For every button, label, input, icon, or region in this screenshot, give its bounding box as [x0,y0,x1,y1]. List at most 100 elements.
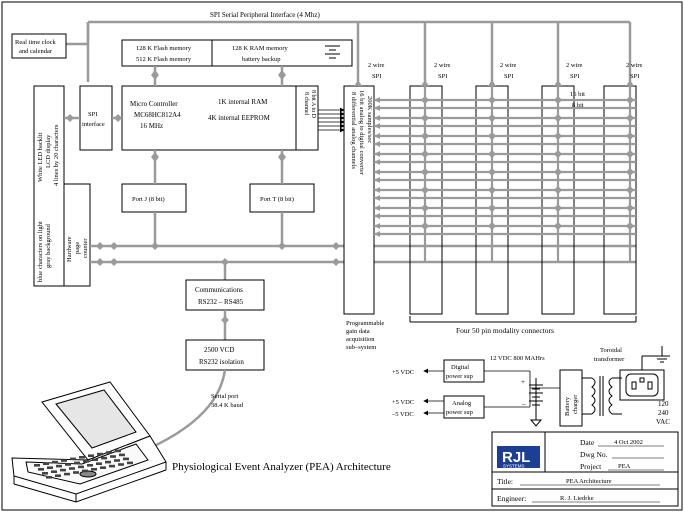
charger-line-2: charger [572,394,579,414]
spi-label-4b: SPI [570,73,579,80]
channel-arrow [374,169,380,175]
battery-bank-icon [529,378,543,427]
channel-arrow [374,141,380,147]
laptop-key [60,468,66,472]
lcd-line-3: 4 lines by 20 characters [53,124,60,186]
laptop-key [79,456,85,459]
spi-bus [66,20,632,86]
laptop-key [119,453,125,457]
spi-label-1a: 2 wire [368,62,385,69]
laptop-key [74,461,80,465]
p5a-label: +5 VDC [392,369,414,376]
adc-line-1: 8 differential analog channels [350,92,357,169]
spi-labels: 2 wire SPI 2 wire SPI 2 wire SPI 2 wire … [368,62,643,80]
channel-arrow [374,133,380,139]
channel-lines [374,86,636,262]
project-label: Project [580,462,602,471]
engineer-label: Engineer: [497,494,526,503]
laptop-key [87,464,93,467]
iso-line-1: 2500 VCD [204,346,234,354]
channel-arrow [374,213,380,219]
flash-line-1: 128 K Flash memory [136,45,192,52]
serial-line-1: Serial port [211,393,238,400]
rtc-line-2: and calendar [19,48,53,55]
port-t-label: Port T (8 bit) [260,196,294,203]
rtc-line-1: Real time clock [15,39,57,46]
toroid-line-1: Toroidal [600,347,622,354]
ac-line-1: 120 [658,400,669,408]
laptop-key [61,459,67,462]
title-value: PEA Architecture [566,478,612,485]
adc-box [343,85,375,315]
channel-arrow [374,187,380,193]
ad-line-1: 8 channel [303,92,309,115]
laptop-key [114,459,120,462]
laptop-key [109,464,115,468]
date-value: 4 Oct 2002 [614,439,643,446]
analog-line-2: power sup [446,409,473,416]
laptop-key [110,455,116,458]
pga-line-4: sub–system [346,344,376,351]
iso-line-2: RS232 isolation [199,358,244,366]
port-t-box [249,183,315,213]
laptop-key [118,463,124,466]
charger-line-1: Battery [564,396,571,416]
battery-icon [325,45,340,59]
charger-box [559,369,583,427]
comm-diamond [221,316,229,324]
digital-line-2: power sup [446,373,473,380]
channel-arrow [374,223,380,229]
memory-diamonds [151,70,286,80]
channel-arrow [374,105,380,111]
laptop-key [123,457,129,461]
laptop-key [51,470,57,473]
mcu-box [121,85,319,151]
spi-label-2a: 2 wire [434,62,451,69]
laptop-key [69,467,75,470]
laptop-key [101,456,107,460]
logo-letters: RJL [502,449,530,466]
laptop-key [100,466,106,469]
port-j-box [121,183,187,213]
pga-line-3: acquisition [346,336,375,343]
port-j-label: Port J (8 bit) [132,196,165,203]
connectors-label: Four 50 pin modality connectors [456,326,554,335]
spi-label-5b: SPI [630,73,639,80]
laptop-key [106,451,112,454]
laptop-key [97,452,103,456]
bit16-label: 16 bit [570,91,585,98]
ac-line-2: 240 [658,409,669,417]
m5-label: –5 VDC [391,411,414,418]
laptop-key [65,463,71,466]
plus-sign: + [521,378,525,386]
lcd-line-1: White LED backlit [37,132,44,182]
lcd-line-4: blue characters on light [37,221,44,282]
laptop-key [34,464,40,467]
laptop-key [82,469,88,473]
channel-arrow [374,97,380,103]
lcd-line-2: LCD display [45,134,52,168]
ram-line-2: battery backup [242,56,280,63]
ram-line-1: 128 K RAM memory [232,45,289,52]
minus-sign: – [521,400,526,408]
comm-box [185,279,265,311]
transformer-icon [582,376,622,416]
spi-interface-box [79,85,113,151]
digital-line-1: Digital [451,364,469,371]
laptop-keys [34,449,133,479]
laptop-key [52,460,58,464]
ac-inlet-icon [619,346,670,401]
ad-lines [318,107,345,133]
laptop-key [47,466,53,469]
laptop-key [83,460,89,463]
hw-line-1: Hardware [66,236,73,262]
channel-arrow [374,115,380,121]
laptop-key [43,462,49,465]
mcu-spi-diamond [114,114,122,122]
pga-line-1: Programmable [346,320,384,327]
channel-arrow [374,195,380,201]
comm-line-1: Communications [195,286,243,294]
engineer-value: R. J. Liedrke [560,495,594,502]
spi-label-2b: SPI [438,73,447,80]
